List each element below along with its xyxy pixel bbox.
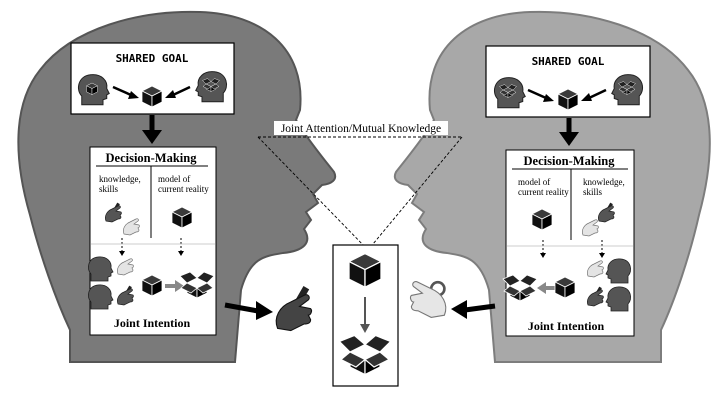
right-decision-label: Decision-Making [524, 154, 616, 168]
right-joint-intention-label: Joint Intention [528, 319, 605, 333]
right-goal-cube-icon [557, 88, 579, 111]
center-cube-icon [348, 252, 382, 288]
left-action-arrow [256, 301, 273, 320]
left-knowledge-label-1: knowledge, [99, 174, 141, 184]
right-model-label-1: model of [518, 177, 550, 187]
right-shared-goal-label: SHARED GOAL [532, 55, 605, 68]
left-knowledge-label-2: skills [99, 184, 119, 194]
left-decision-label: Decision-Making [106, 151, 198, 165]
left-ji-cube-icon [141, 274, 163, 297]
left-goal-cube-icon [141, 85, 163, 108]
right-model-cube-icon [531, 208, 553, 231]
left-joint-intention-label: Joint Intention [114, 316, 191, 330]
left-decision-box [89, 146, 217, 336]
left-down-arrow [142, 130, 162, 144]
right-ji-cube-icon [554, 276, 576, 299]
right-knowledge-label-1: knowledge, [583, 177, 625, 187]
right-down-arrow [559, 132, 579, 146]
left-action-hand-icon [275, 286, 313, 332]
left-model-cube-icon [171, 206, 193, 229]
left-goal-head-cube-icon [86, 82, 98, 95]
left-shared-goal-label: SHARED GOAL [116, 52, 189, 65]
center-down-arrow [360, 324, 370, 333]
left-model-label-2: current reality [158, 184, 209, 194]
joint-attention-label: Joint Attention/Mutual Knowledge [281, 123, 441, 135]
right-action-arrow [451, 300, 467, 319]
left-model-label-1: model of [158, 174, 190, 184]
right-knowledge-label-2: skills [583, 187, 603, 197]
right-model-label-2: current reality [518, 187, 569, 197]
right-action-hand-icon [409, 280, 447, 318]
